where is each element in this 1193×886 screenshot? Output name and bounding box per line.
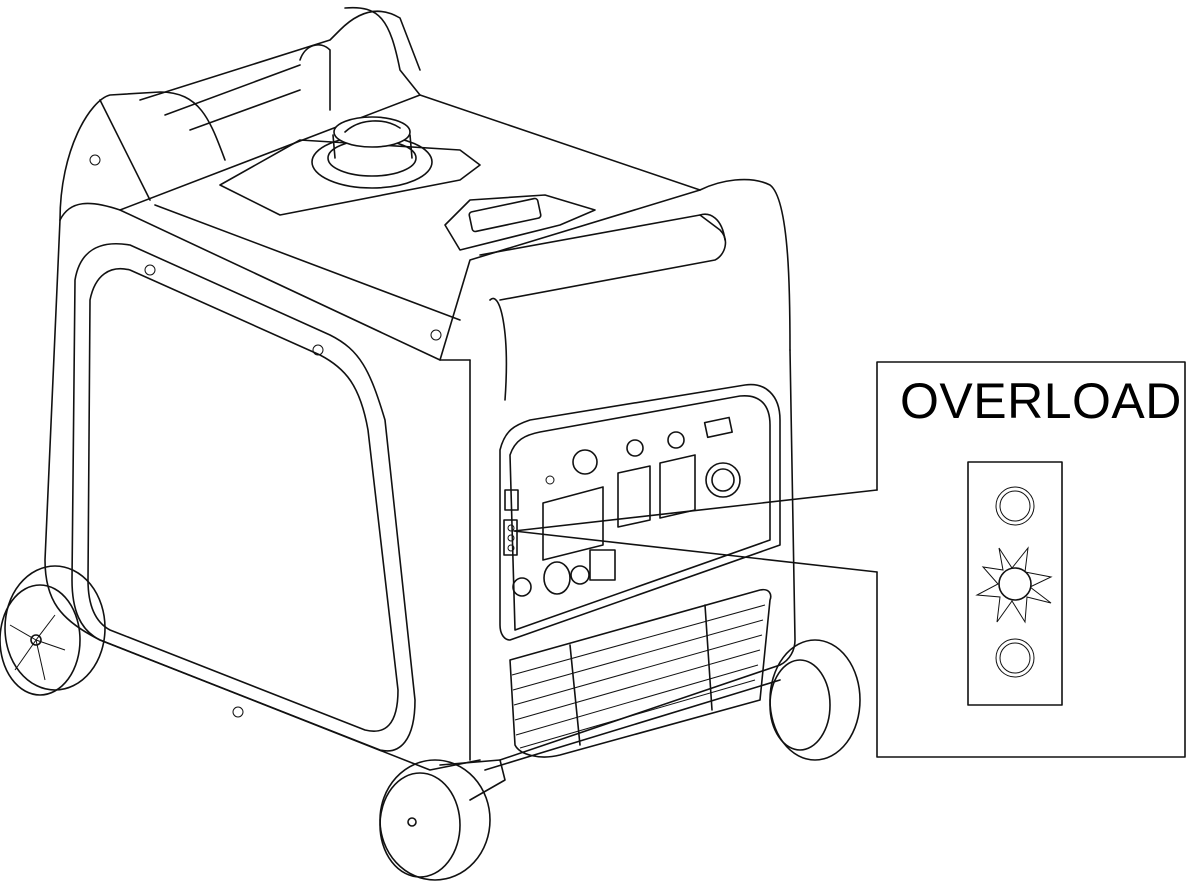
- overload-indicator-panel: [967, 461, 1063, 706]
- wheel-brake-lever: [439, 759, 506, 801]
- callout-leader: [513, 489, 878, 573]
- ground-terminal: [512, 577, 532, 597]
- front-wheel-right: [769, 639, 861, 761]
- indicator-light-on-starburst: [975, 546, 1053, 624]
- ac-outlet-2: [659, 454, 696, 519]
- twist-lock-outlet: [705, 462, 741, 498]
- front-wheel-left: [379, 759, 506, 881]
- callout-box: [876, 361, 1186, 758]
- overload-label: OVERLOAD: [900, 373, 1182, 429]
- exhaust-louvers: [509, 588, 772, 758]
- usb-port: [589, 549, 616, 581]
- rear-wheel: [0, 565, 106, 696]
- fuel-cap: [219, 116, 481, 216]
- dc-socket: [543, 561, 571, 595]
- indicator-light-on: [998, 567, 1032, 601]
- ac-outlet-1: [617, 465, 651, 528]
- rear-handle: [59, 6, 421, 221]
- control-panel: [499, 383, 781, 641]
- side-panel: [71, 154, 442, 752]
- generator-body: [44, 94, 796, 771]
- top-vent: [444, 194, 596, 251]
- display-window: [542, 486, 604, 561]
- breaker-2: [667, 431, 685, 449]
- indicator-strip: [503, 519, 518, 556]
- eco-switch: [572, 449, 598, 475]
- indicator-light-off: [995, 638, 1035, 678]
- breaker-1: [626, 439, 644, 457]
- indicator-light-off: [995, 486, 1035, 526]
- ground-label: [703, 416, 733, 439]
- reset-button: [504, 489, 519, 511]
